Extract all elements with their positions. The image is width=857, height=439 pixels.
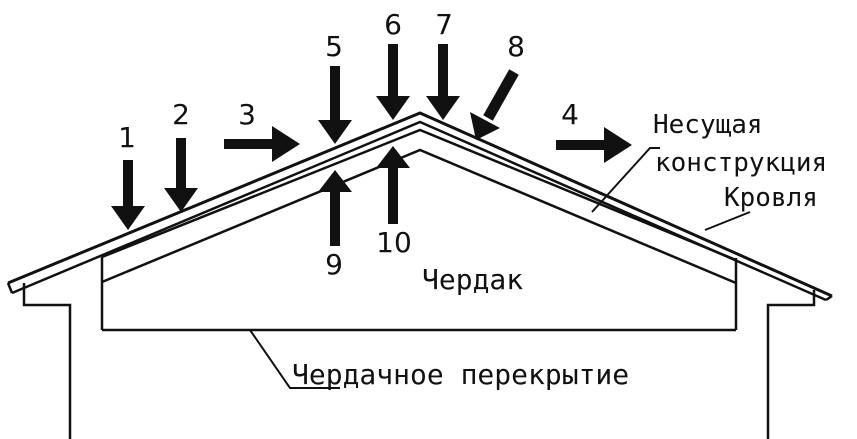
arrows	[111, 44, 632, 246]
arrow-5-label: 5	[325, 30, 343, 63]
arrow-8-label: 8	[507, 30, 525, 63]
arrow-3	[224, 126, 300, 162]
arrow-4-shaft	[556, 140, 608, 150]
arrow-2-shaft	[176, 138, 186, 192]
arrow-6-label: 6	[384, 8, 402, 41]
attic-floor-label: Чердачное перекрытие	[292, 358, 629, 391]
arrow-10-shaft	[388, 166, 398, 224]
arrow-9-head	[318, 170, 352, 192]
arrow-2-label: 2	[172, 98, 190, 131]
arrow-3-shaft	[224, 139, 276, 149]
arrow-9-shaft	[330, 190, 340, 246]
text-labels: Несущая конструкция Кровля Чердак Чердач…	[292, 110, 827, 391]
arrow-numbers: 1 2 3 4 5 6 7 8 9 10	[118, 8, 579, 281]
arrow-5	[318, 66, 352, 144]
load-bearing-structure	[101, 128, 737, 285]
arrow-5-shaft	[330, 66, 340, 124]
roofing-top-line	[7, 111, 833, 298]
arrow-1-shaft	[123, 160, 133, 212]
building-walls	[22, 283, 816, 439]
arrow-1	[111, 160, 145, 230]
arrow-2	[164, 138, 198, 212]
arrow-10-head	[376, 146, 410, 168]
leader-lines	[249, 147, 751, 389]
left-outer-wall	[22, 283, 72, 439]
load-bearing-label-line2: конструкция	[655, 148, 827, 178]
arrow-5-head	[318, 120, 352, 144]
attic-label: Чердак	[422, 263, 523, 296]
arrow-8-head	[470, 112, 500, 140]
arrow-7-label: 7	[435, 8, 453, 41]
arrow-4-label: 4	[561, 98, 579, 131]
arrow-1-label: 1	[118, 121, 136, 154]
roofing-right-end	[825, 294, 833, 302]
attic-floor-leader	[249, 329, 340, 389]
arrow-4	[556, 127, 632, 163]
arrow-6	[376, 44, 410, 120]
arrow-7-head	[426, 96, 460, 120]
arrow-9-label: 9	[325, 248, 343, 281]
arrow-7	[426, 44, 460, 120]
roofing-leader	[704, 211, 751, 231]
attic-walls	[100, 257, 738, 332]
arrow-9	[318, 170, 352, 246]
arrow-10-label: 10	[376, 226, 412, 259]
arrow-6-shaft	[388, 44, 398, 100]
arrow-2-head	[164, 188, 198, 212]
load-bearing-top-line	[101, 128, 737, 262]
arrow-6-head	[376, 96, 410, 120]
arrow-1-head	[111, 206, 145, 230]
arrow-8	[470, 69, 519, 140]
load-bearing-bottom-line	[101, 148, 737, 285]
roofing-label: Кровля	[724, 183, 818, 213]
roofing-left-end	[6, 282, 14, 294]
arrow-3-head	[272, 126, 300, 162]
arrow-8-shaft	[483, 69, 519, 121]
arrow-3-label: 3	[238, 98, 256, 131]
right-outer-wall	[766, 290, 816, 439]
load-bearing-leader	[591, 147, 660, 213]
load-bearing-label-line1: Несущая	[653, 110, 763, 140]
arrow-7-shaft	[438, 44, 448, 100]
arrow-10	[376, 146, 410, 224]
arrow-4-head	[604, 127, 632, 163]
